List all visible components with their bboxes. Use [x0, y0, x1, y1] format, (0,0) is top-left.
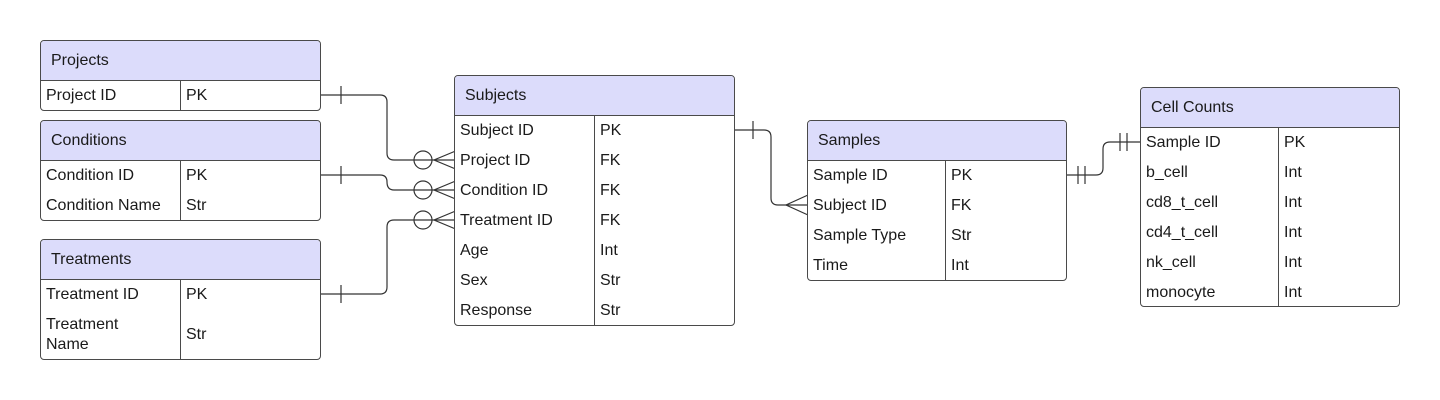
table-row: Time Int: [808, 251, 1066, 280]
many-marker: [432, 179, 459, 201]
table-row: nk_cell Int: [1141, 248, 1399, 278]
subjects-title: Subjects: [455, 76, 734, 116]
many-marker: [432, 149, 459, 171]
field-type: Int: [1284, 284, 1302, 301]
relationship-conditions-subjects: [320, 166, 459, 201]
field-name: Treatment ID: [455, 206, 595, 236]
field-type: Int: [1284, 254, 1302, 271]
relationship-projects-subjects: [320, 86, 459, 171]
table-row: Subject ID FK: [808, 191, 1066, 221]
field-type: Int: [951, 257, 969, 274]
field-name: Sample Type: [808, 221, 946, 251]
field-name: Age: [455, 236, 595, 266]
conditions-table[interactable]: Conditions Condition ID PK Condition Nam…: [40, 120, 321, 221]
field-type: Str: [600, 272, 621, 289]
field-name: Condition ID: [455, 176, 595, 206]
field-name: Treatment ID: [41, 280, 181, 310]
field-type: PK: [600, 122, 622, 139]
table-row: Condition ID PK: [41, 161, 320, 191]
field-type: PK: [1284, 134, 1306, 151]
relationship-samples-cellcounts: [1067, 133, 1140, 184]
field-type: FK: [600, 182, 621, 199]
table-row: Sample Type Str: [808, 221, 1066, 251]
projects-title: Projects: [41, 41, 320, 81]
field-type: Str: [600, 302, 621, 319]
table-row: Condition Name Str: [41, 191, 320, 220]
samples-table[interactable]: Samples Sample ID PK Subject ID FK Sampl…: [807, 120, 1067, 281]
table-row: Treatment Name Str: [41, 310, 320, 359]
table-row: Treatment ID FK: [455, 206, 734, 236]
field-name: b_cell: [1141, 158, 1279, 188]
field-name: Project ID: [41, 81, 181, 110]
field-name: Time: [808, 251, 946, 280]
treatments-title: Treatments: [41, 240, 320, 280]
table-row: monocyte Int: [1141, 278, 1399, 306]
field-name: Treatment Name: [41, 310, 181, 359]
field-name: cd4_t_cell: [1141, 218, 1279, 248]
relationship-subjects-samples: [734, 121, 809, 216]
field-name: Subject ID: [455, 116, 595, 146]
zero-marker: [413, 180, 433, 200]
table-row: cd8_t_cell Int: [1141, 188, 1399, 218]
samples-title: Samples: [808, 121, 1066, 161]
field-name: Condition ID: [41, 161, 181, 191]
field-name: Sex: [455, 266, 595, 296]
field-type: PK: [951, 167, 973, 184]
field-name: Response: [455, 296, 595, 325]
field-type: Int: [600, 242, 618, 259]
cell-counts-title: Cell Counts: [1141, 88, 1399, 128]
field-name: Subject ID: [808, 191, 946, 221]
table-row: cd4_t_cell Int: [1141, 218, 1399, 248]
table-row: Condition ID FK: [455, 176, 734, 206]
field-type: Str: [186, 197, 207, 214]
table-row: Response Str: [455, 296, 734, 325]
many-marker: [432, 209, 459, 231]
field-type: Int: [1284, 164, 1302, 181]
field-type: PK: [186, 167, 208, 184]
field-type: FK: [600, 212, 621, 229]
field-type: PK: [186, 286, 208, 303]
subjects-table[interactable]: Subjects Subject ID PK Project ID FK Con…: [454, 75, 735, 326]
field-name: Condition Name: [41, 191, 181, 220]
field-type: FK: [951, 197, 972, 214]
table-row: Project ID PK: [41, 81, 320, 110]
table-row: Age Int: [455, 236, 734, 266]
field-type: Str: [951, 227, 972, 244]
conditions-title: Conditions: [41, 121, 320, 161]
table-row: Subject ID PK: [455, 116, 734, 146]
field-name: cd8_t_cell: [1141, 188, 1279, 218]
table-row: Treatment ID PK: [41, 280, 320, 310]
field-type: PK: [186, 87, 208, 104]
table-row: Sex Str: [455, 266, 734, 296]
field-type: Str: [186, 325, 207, 343]
field-name: Sample ID: [1141, 128, 1279, 158]
table-row: b_cell Int: [1141, 158, 1399, 188]
table-row: Sample ID PK: [808, 161, 1066, 191]
relationship-treatments-subjects: [320, 209, 459, 303]
zero-marker: [413, 150, 433, 170]
projects-table[interactable]: Projects Project ID PK: [40, 40, 321, 111]
field-type: FK: [600, 152, 621, 169]
field-type: Int: [1284, 224, 1302, 241]
field-name: nk_cell: [1141, 248, 1279, 278]
table-row: Project ID FK: [455, 146, 734, 176]
cell-counts-table[interactable]: Cell Counts Sample ID PK b_cell Int cd8_…: [1140, 87, 1400, 307]
table-row: Sample ID PK: [1141, 128, 1399, 158]
field-name: monocyte: [1141, 278, 1279, 306]
field-name: Project ID: [455, 146, 595, 176]
field-name: Sample ID: [808, 161, 946, 191]
field-type: Int: [1284, 194, 1302, 211]
treatments-table[interactable]: Treatments Treatment ID PK Treatment Nam…: [40, 239, 321, 360]
many-marker: [784, 194, 809, 216]
zero-marker: [413, 210, 433, 230]
